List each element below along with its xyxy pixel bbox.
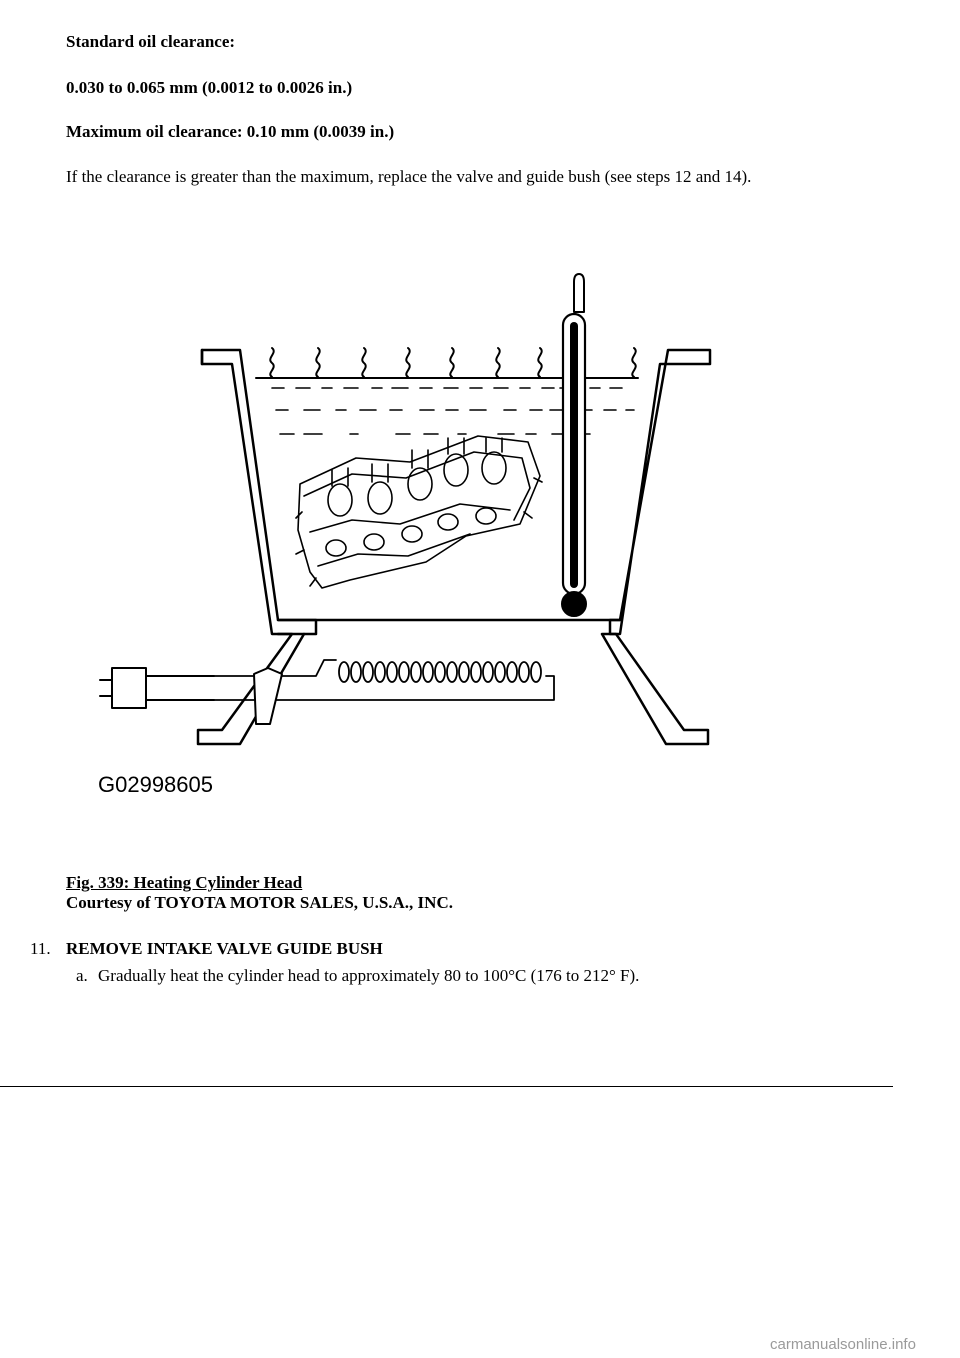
substep-letter: a. [76,966,88,985]
right-leg [600,632,710,746]
step-number: 11. [30,939,51,958]
substep-text: Gradually heat the cylinder head to appr… [98,966,640,985]
spec-instruction: If the clearance is greater than the max… [66,167,752,186]
liquid-dashes [271,387,635,435]
step-title: REMOVE INTAKE VALVE GUIDE BUSH [66,939,383,958]
plug-icon [99,667,215,709]
thermometer-icon [561,273,587,617]
cord-clamp [253,667,283,725]
spec-heading: Standard oil clearance: [66,32,236,51]
steam-icon [269,347,637,378]
heating-cylinder-head-figure: G02998605 [90,272,730,812]
tank-outer-wall [200,348,318,636]
figure-code: G02998605 [98,772,213,797]
page-divider [0,1086,893,1087]
camshaft-towers [327,437,507,517]
spec-standard-value: 0.030 to 0.065 mm (0.0012 to 0.0026 in.) [66,78,353,97]
cylinder-head-icon [295,435,543,589]
left-leg [196,632,306,746]
figure-courtesy: Courtesy of TOYOTA MOTOR SALES, U.S.A., … [66,893,453,912]
spec-maximum: Maximum oil clearance: 0.10 mm (0.0039 i… [66,122,395,141]
figure-caption-link[interactable]: Fig. 339: Heating Cylinder Head [66,873,303,892]
port-holes [325,507,497,557]
tank-right-wall [608,348,712,636]
watermark: carmanualsonline.info [770,1336,916,1353]
